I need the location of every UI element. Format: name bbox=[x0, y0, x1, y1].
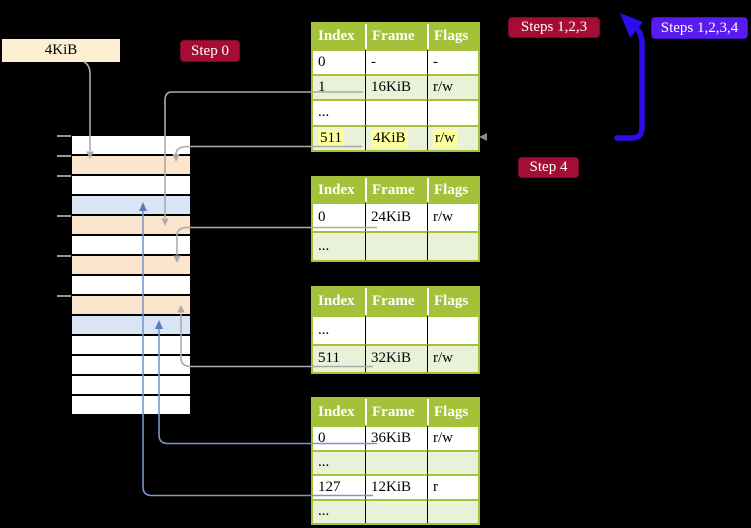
table-cell: r/w bbox=[427, 425, 478, 450]
table-cell: ... bbox=[313, 231, 365, 260]
col-header: Index bbox=[313, 24, 365, 49]
table-cell: ... bbox=[313, 99, 365, 125]
memory-frame-32kib-l1-table bbox=[72, 296, 190, 314]
memory-frame-16kib-l3-table bbox=[72, 216, 190, 234]
table-cell bbox=[427, 315, 478, 344]
page-table-3: Index Frame Flags ... 511 32KiB r/w bbox=[311, 286, 480, 374]
address-tick bbox=[57, 295, 71, 297]
table-cell-highlighted: 4KiB bbox=[365, 124, 427, 150]
step4-label: Step 4 bbox=[518, 157, 579, 178]
table-cell: 16KiB bbox=[365, 74, 427, 100]
address-tick bbox=[57, 135, 71, 137]
memory-frame-52kib bbox=[72, 396, 190, 414]
steps1234-label: Steps 1,2,3,4 bbox=[651, 17, 748, 39]
table-cell bbox=[365, 315, 427, 344]
address-tick bbox=[57, 255, 71, 257]
address-tick bbox=[57, 215, 71, 217]
table-cell: r/w bbox=[427, 202, 478, 231]
physical-memory-stack bbox=[72, 136, 190, 414]
table-cell: ... bbox=[313, 498, 365, 523]
table-cell: 127 bbox=[313, 474, 365, 499]
address-tick bbox=[57, 155, 71, 157]
col-header: Index bbox=[313, 288, 365, 315]
table-cell bbox=[427, 449, 478, 474]
table-cell bbox=[427, 498, 478, 523]
recursive-loop-arrow bbox=[614, 13, 645, 141]
table-cell-highlighted: r/w bbox=[427, 124, 478, 150]
table-cell: 0 bbox=[313, 425, 365, 450]
memory-frame-44kib bbox=[72, 356, 190, 374]
memory-frame-40kib bbox=[72, 336, 190, 354]
table-cell: - bbox=[427, 49, 478, 75]
col-header: Frame bbox=[365, 24, 427, 49]
table-cell bbox=[365, 99, 427, 125]
col-header: Flags bbox=[427, 24, 478, 49]
col-header: Index bbox=[313, 399, 365, 425]
table-cell: 0 bbox=[313, 202, 365, 231]
table-cell: 32KiB bbox=[365, 343, 427, 372]
memory-frame-12kib-mapped-page bbox=[72, 196, 190, 214]
table-cell bbox=[365, 498, 427, 523]
memory-frame-20kib bbox=[72, 236, 190, 254]
table-cell bbox=[427, 99, 478, 125]
step0-label: Step 0 bbox=[180, 40, 240, 62]
page-table-1: Index Frame Flags 0 - - 1 16KiB r/w ... … bbox=[311, 22, 480, 152]
table-cell bbox=[365, 449, 427, 474]
page-table-4: Index Frame Flags 0 36KiB r/w ... 127 12… bbox=[311, 397, 480, 525]
col-header: Flags bbox=[427, 288, 478, 315]
col-header: Flags bbox=[427, 399, 478, 425]
memory-frame-24kib-l2-table bbox=[72, 256, 190, 274]
table-cell: 12KiB bbox=[365, 474, 427, 499]
table-cell: 0 bbox=[313, 49, 365, 75]
table-cell: ... bbox=[313, 449, 365, 474]
table-cell: ... bbox=[313, 315, 365, 344]
memory-frame-36kib-mapped-page bbox=[72, 316, 190, 334]
memory-frame-4kib-l4-table bbox=[72, 156, 190, 174]
address-tick bbox=[57, 175, 71, 177]
table-cell: r/w bbox=[427, 74, 478, 100]
table-cell: r bbox=[427, 474, 478, 499]
table-cell: - bbox=[365, 49, 427, 75]
memory-frame-8kib bbox=[72, 176, 190, 194]
steps123-label: Steps 1,2,3 bbox=[508, 17, 600, 38]
col-header: Flags bbox=[427, 178, 478, 202]
col-header: Frame bbox=[365, 399, 427, 425]
table-cell: r/w bbox=[427, 343, 478, 372]
table-cell: 511 bbox=[313, 343, 365, 372]
col-header: Frame bbox=[365, 178, 427, 202]
memory-frame-28kib bbox=[72, 276, 190, 294]
arrow-stub-t1-row511 bbox=[479, 133, 487, 141]
col-header: Index bbox=[313, 178, 365, 202]
table-cell: 1 bbox=[313, 74, 365, 100]
table-cell bbox=[365, 231, 427, 260]
page-table-2: Index Frame Flags 0 24KiB r/w ... bbox=[311, 176, 480, 262]
l4-frame-address-box: 4KiB bbox=[2, 39, 120, 62]
memory-frame-0kib bbox=[72, 136, 190, 154]
table-cell: 36KiB bbox=[365, 425, 427, 450]
col-header: Frame bbox=[365, 288, 427, 315]
memory-frame-48kib bbox=[72, 376, 190, 394]
table-cell: 24KiB bbox=[365, 202, 427, 231]
table-cell-highlighted: 511 bbox=[313, 124, 365, 150]
table-cell bbox=[427, 231, 478, 260]
